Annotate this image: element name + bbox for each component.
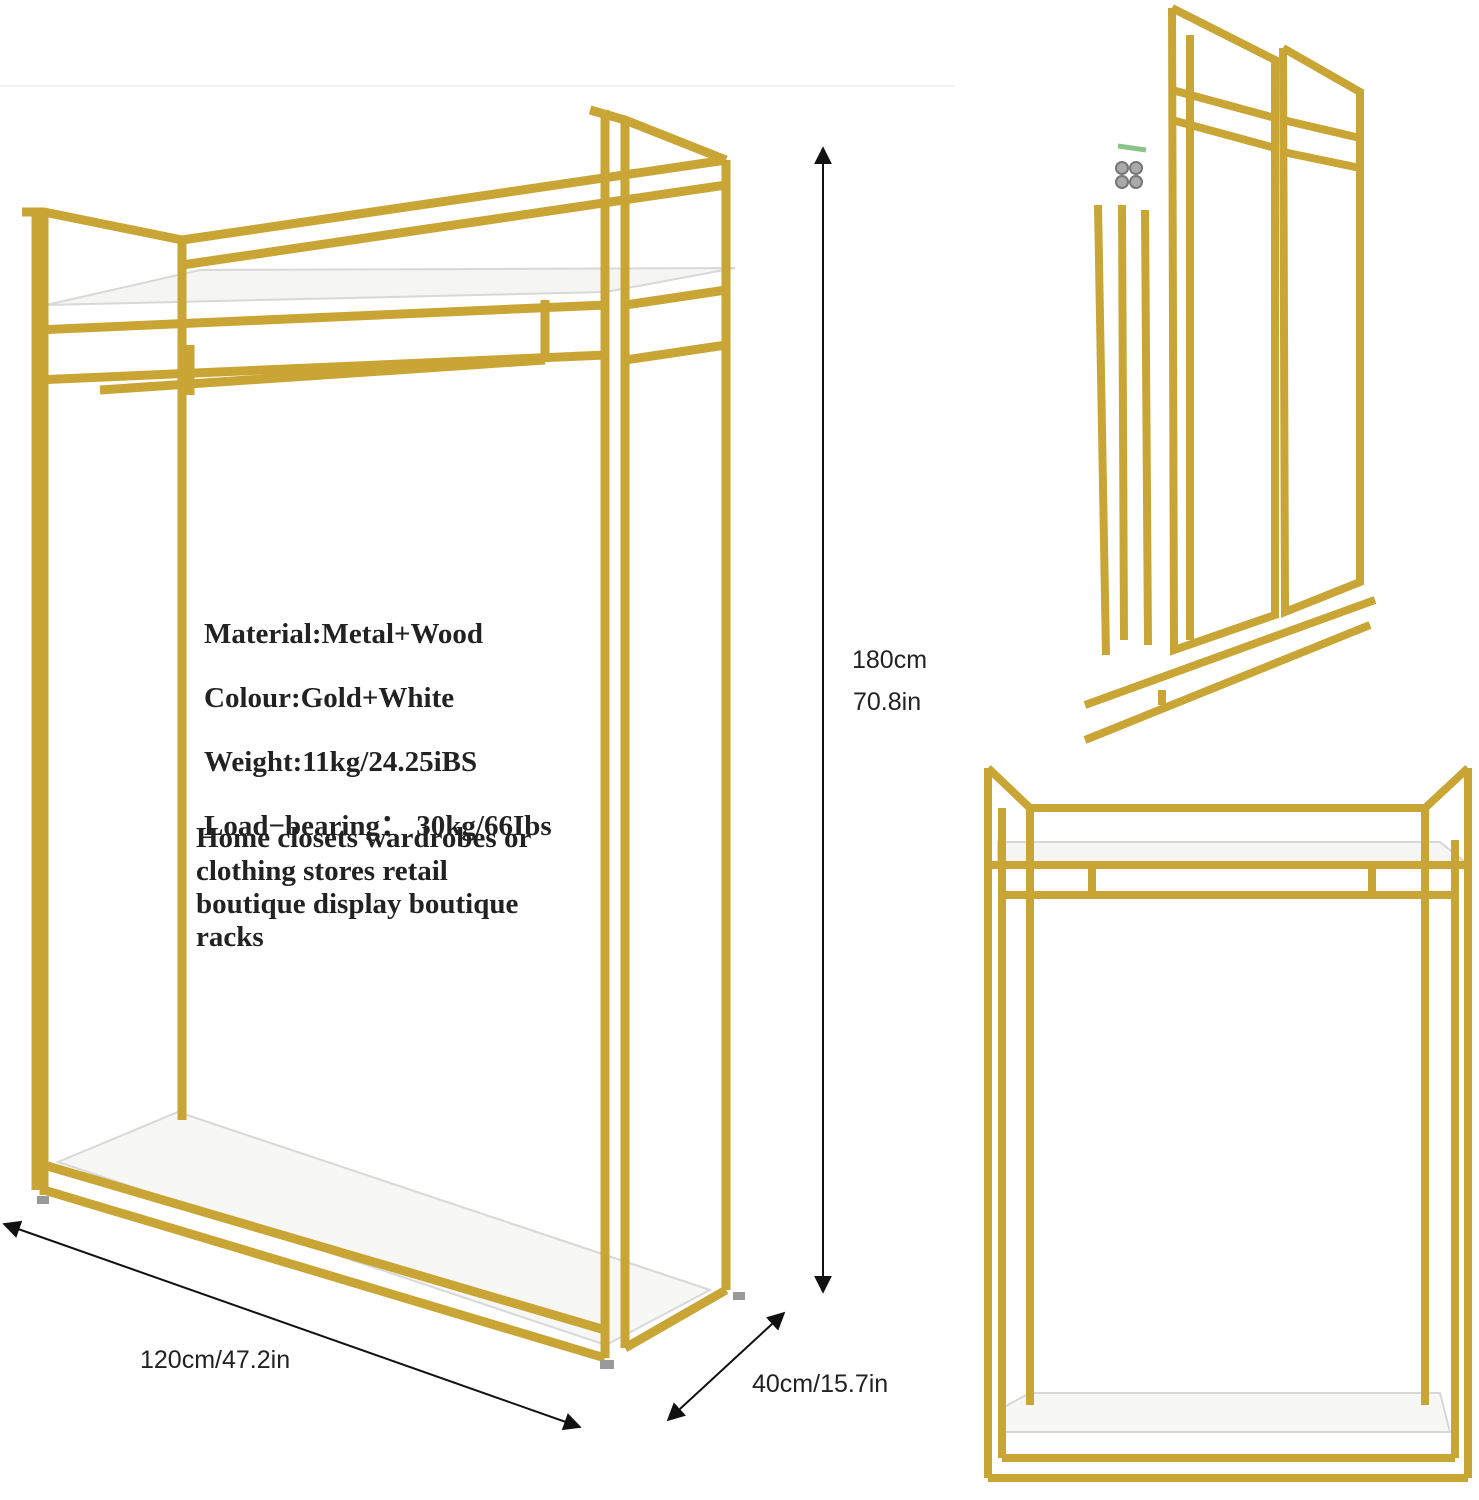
depth-arrow — [666, 1311, 786, 1422]
hardware-screws — [1115, 143, 1147, 189]
spec-material: Material:Metal+Wood — [204, 618, 484, 650]
spec-colour: Colour:Gold+White — [204, 682, 455, 714]
product-specs: Material:Metal+Wood Colour:Gold+White We… — [204, 586, 624, 874]
usage-description: Home closets wardrobes or clothing store… — [196, 822, 532, 953]
assembled-rack-view — [984, 765, 1472, 1482]
width-arrow — [2, 1220, 582, 1431]
rack-parts-illustration — [1083, 4, 1377, 744]
spec-load-bearing: Load−bearing： 30kg/66Ibs — [204, 810, 552, 842]
height-in-label: 70.8in — [853, 688, 922, 716]
bottom-shelf — [55, 1110, 713, 1347]
width-label: 120cm/47.2in — [140, 1346, 291, 1374]
depth-label: 40cm/15.7in — [752, 1370, 889, 1398]
spec-weight: Weight:11kg/24.25iBS — [204, 746, 478, 778]
top-shelf — [45, 267, 736, 306]
height-cm-label: 180cm — [852, 646, 928, 674]
